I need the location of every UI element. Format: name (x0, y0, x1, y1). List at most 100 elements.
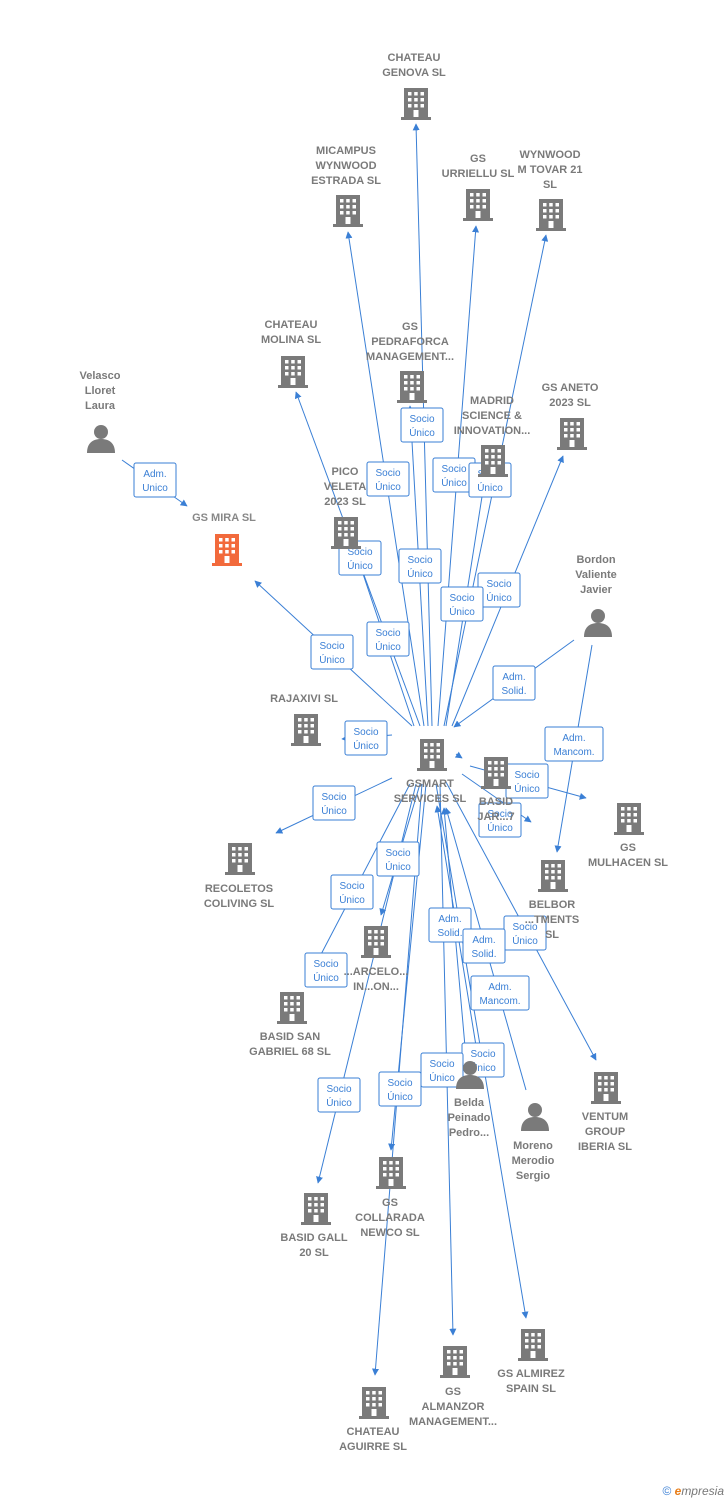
node-rajaxivi[interactable]: RAJAXIVI SL (270, 693, 338, 746)
node-label: VELETA (324, 481, 367, 493)
node-label: CHATEAU (347, 1426, 400, 1438)
building-icon (401, 88, 431, 120)
node-label: PEDRAFORCA (371, 336, 449, 348)
edge-label-line: Mancom. (553, 747, 594, 758)
edge-label-line: Único (514, 782, 540, 795)
building-icon (361, 926, 391, 958)
edge-label-line: Único (321, 804, 347, 817)
node-label: COLIVING SL (204, 898, 275, 910)
edge-label-line: Socio (487, 809, 512, 820)
node-label: IN...ON... (353, 981, 399, 993)
building-icon (359, 1387, 389, 1419)
node-label: SL (545, 929, 559, 941)
building-icon (557, 418, 587, 450)
node-label: MANAGEMENT... (366, 351, 454, 363)
node-belda[interactable]: BeldaPeinadoPedro... (448, 1061, 491, 1139)
node-label: GS (445, 1386, 461, 1398)
node-label: SCIENCE & (462, 410, 522, 422)
edge-label-line: Socio (375, 468, 400, 479)
footer-brand: © empresia (662, 1484, 724, 1498)
edge-label-line: Solid. (437, 928, 462, 939)
node-label: MOLINA SL (261, 334, 321, 346)
building-icon (481, 757, 511, 789)
node-label: GSMART (406, 778, 454, 790)
copyright-symbol: © (662, 1484, 672, 1498)
node-barcelona_inn[interactable]: ...ARCELO... IN...ON... (344, 926, 409, 993)
edge-label-velasco-gs_mira[interactable]: Adm.Unico (133, 462, 177, 498)
node-gs_mira[interactable]: GS MIRA SL (192, 512, 256, 566)
node-label: SERVICES SL (394, 793, 467, 805)
edge-label-bordon-belbor[interactable]: Adm.Mancom. (544, 726, 604, 762)
node-label: MADRID (470, 395, 514, 407)
edge-label-line: Adm. (488, 982, 511, 993)
edge-label-belda-gsmart[interactable]: Adm.Solid. (428, 907, 472, 943)
node-gsmart[interactable]: GSMART SERVICES SL (394, 739, 467, 805)
building-icon (440, 1346, 470, 1378)
edge-label-line: Socio (470, 1049, 495, 1060)
person-icon (584, 609, 612, 637)
edge-label-line: Único (449, 605, 475, 618)
building-icon (277, 992, 307, 1024)
edge-label-line: Socio (353, 727, 378, 738)
node-label: GS ALMIREZ (497, 1368, 565, 1380)
node-label: IBERIA SL (578, 1141, 632, 1153)
node-gs_almanzor[interactable]: GSALMANZORMANAGEMENT... (409, 1346, 497, 1428)
edge-label-line: Socio (326, 1084, 351, 1095)
edge-label-line: Único (385, 860, 411, 873)
edge-label-moreno-gsmart[interactable]: Adm.Solid. (462, 928, 506, 964)
edge-label-line: Adm. (502, 672, 525, 683)
edge-label-line: Mancom. (479, 996, 520, 1007)
node-gs_pedraforca[interactable]: GSPEDRAFORCAMANAGEMENT... (366, 321, 454, 403)
node-label: BASID (479, 796, 513, 808)
node-label: GS (470, 153, 486, 165)
edge-label-bordon-gsmart[interactable]: Adm.Solid. (492, 665, 536, 701)
edge-label-belda-gsmart[interactable]: Adm. Mancom. (470, 975, 530, 1011)
building-icon (463, 189, 493, 221)
edge-label-line: Socio (514, 770, 539, 781)
node-label: GENOVA SL (382, 67, 446, 79)
node-label: ...ARCELO... (344, 966, 409, 978)
brand-logo[interactable]: empresia (674, 1484, 724, 1498)
